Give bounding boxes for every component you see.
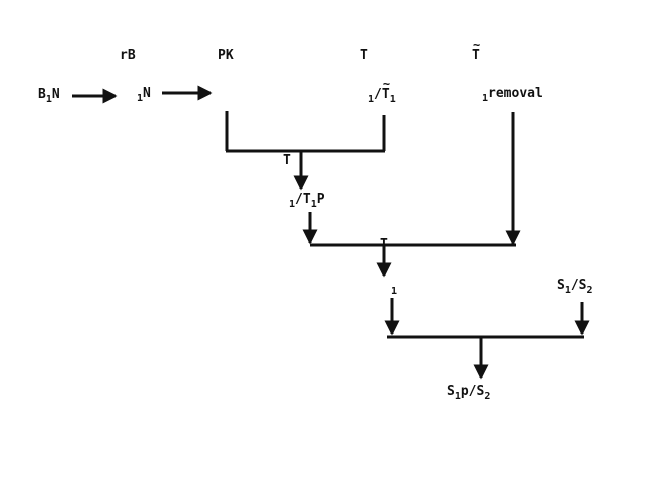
label-junction1-t: T (283, 153, 291, 168)
label-1n: 1N (137, 86, 151, 104)
label-s1-s2: S1/S2 (557, 278, 593, 296)
label-pk: PK (218, 48, 234, 63)
label-b1n: B1N (38, 87, 60, 105)
label-1-t1p: 1/T1P (289, 192, 325, 210)
label-1-removal: 1removal (482, 86, 543, 104)
label-1: 1 (391, 286, 398, 297)
label-1-t1: 1/T1 (368, 78, 396, 105)
label-t-tilde: T (472, 39, 480, 62)
label-s1p-s2: S1p/S2 (447, 384, 491, 402)
label-junction2-t: T (380, 237, 388, 252)
label-rb: rB (120, 48, 136, 63)
label-t: T (360, 48, 368, 63)
